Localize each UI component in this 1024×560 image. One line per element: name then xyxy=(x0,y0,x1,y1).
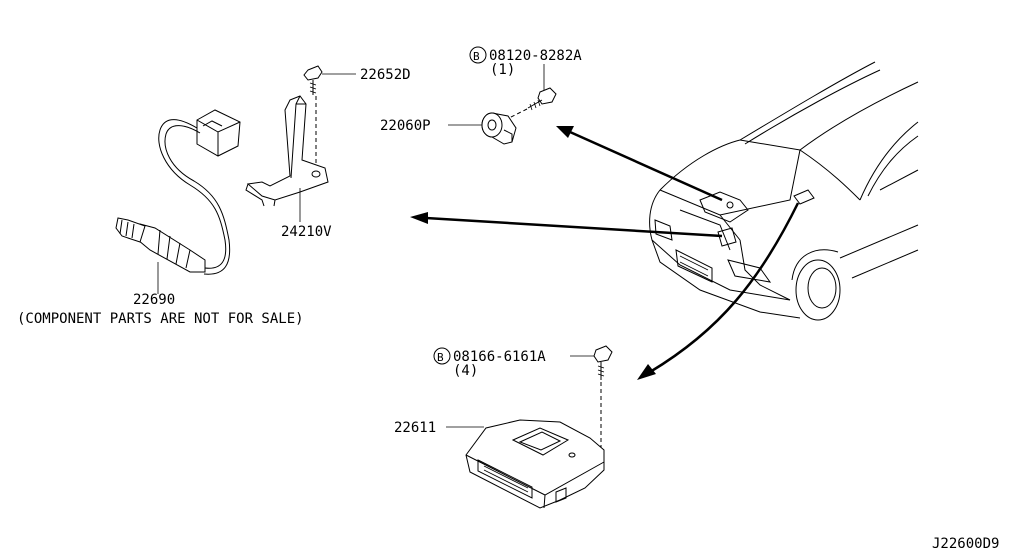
diagram-code: J22600D9 xyxy=(932,536,999,552)
bolt-08166-drawing xyxy=(593,345,613,380)
resistor-part-number: 22060P xyxy=(380,118,431,134)
pointer-arrows xyxy=(410,126,800,380)
bracket-24210v-drawing xyxy=(245,95,329,207)
bracket-part-number: 24210V xyxy=(281,224,332,240)
bolt-resistor-part-number: 08120-8282A xyxy=(489,48,582,64)
bolt-resistor-b-mark xyxy=(469,46,487,64)
control-unit-part-number: 22611 xyxy=(394,420,436,436)
bolt-bracket-part-number: 22652D xyxy=(360,67,411,83)
oxygen-sensor-drawing xyxy=(115,109,241,275)
bolt-resistor-quantity: (1) xyxy=(490,62,515,78)
bolt-resistor-mark-letter: B xyxy=(473,50,480,63)
bolt-unit-mark-letter: B xyxy=(437,351,444,364)
car-front-drawing xyxy=(649,61,919,321)
bolt-unit-quantity: (4) xyxy=(453,363,478,379)
sensor-note: (COMPONENT PARTS ARE NOT FOR SALE) xyxy=(17,311,304,327)
bolt-08120-drawing xyxy=(527,87,557,111)
control-unit-22611-drawing xyxy=(465,419,605,509)
resistor-22060p-drawing xyxy=(481,112,517,145)
bolt-22652d-drawing xyxy=(303,65,323,95)
bolt-unit-b-mark xyxy=(433,347,451,365)
sensor-part-number: 22690 xyxy=(133,292,175,308)
bolt-unit-part-number: 08166-6161A xyxy=(453,349,546,365)
